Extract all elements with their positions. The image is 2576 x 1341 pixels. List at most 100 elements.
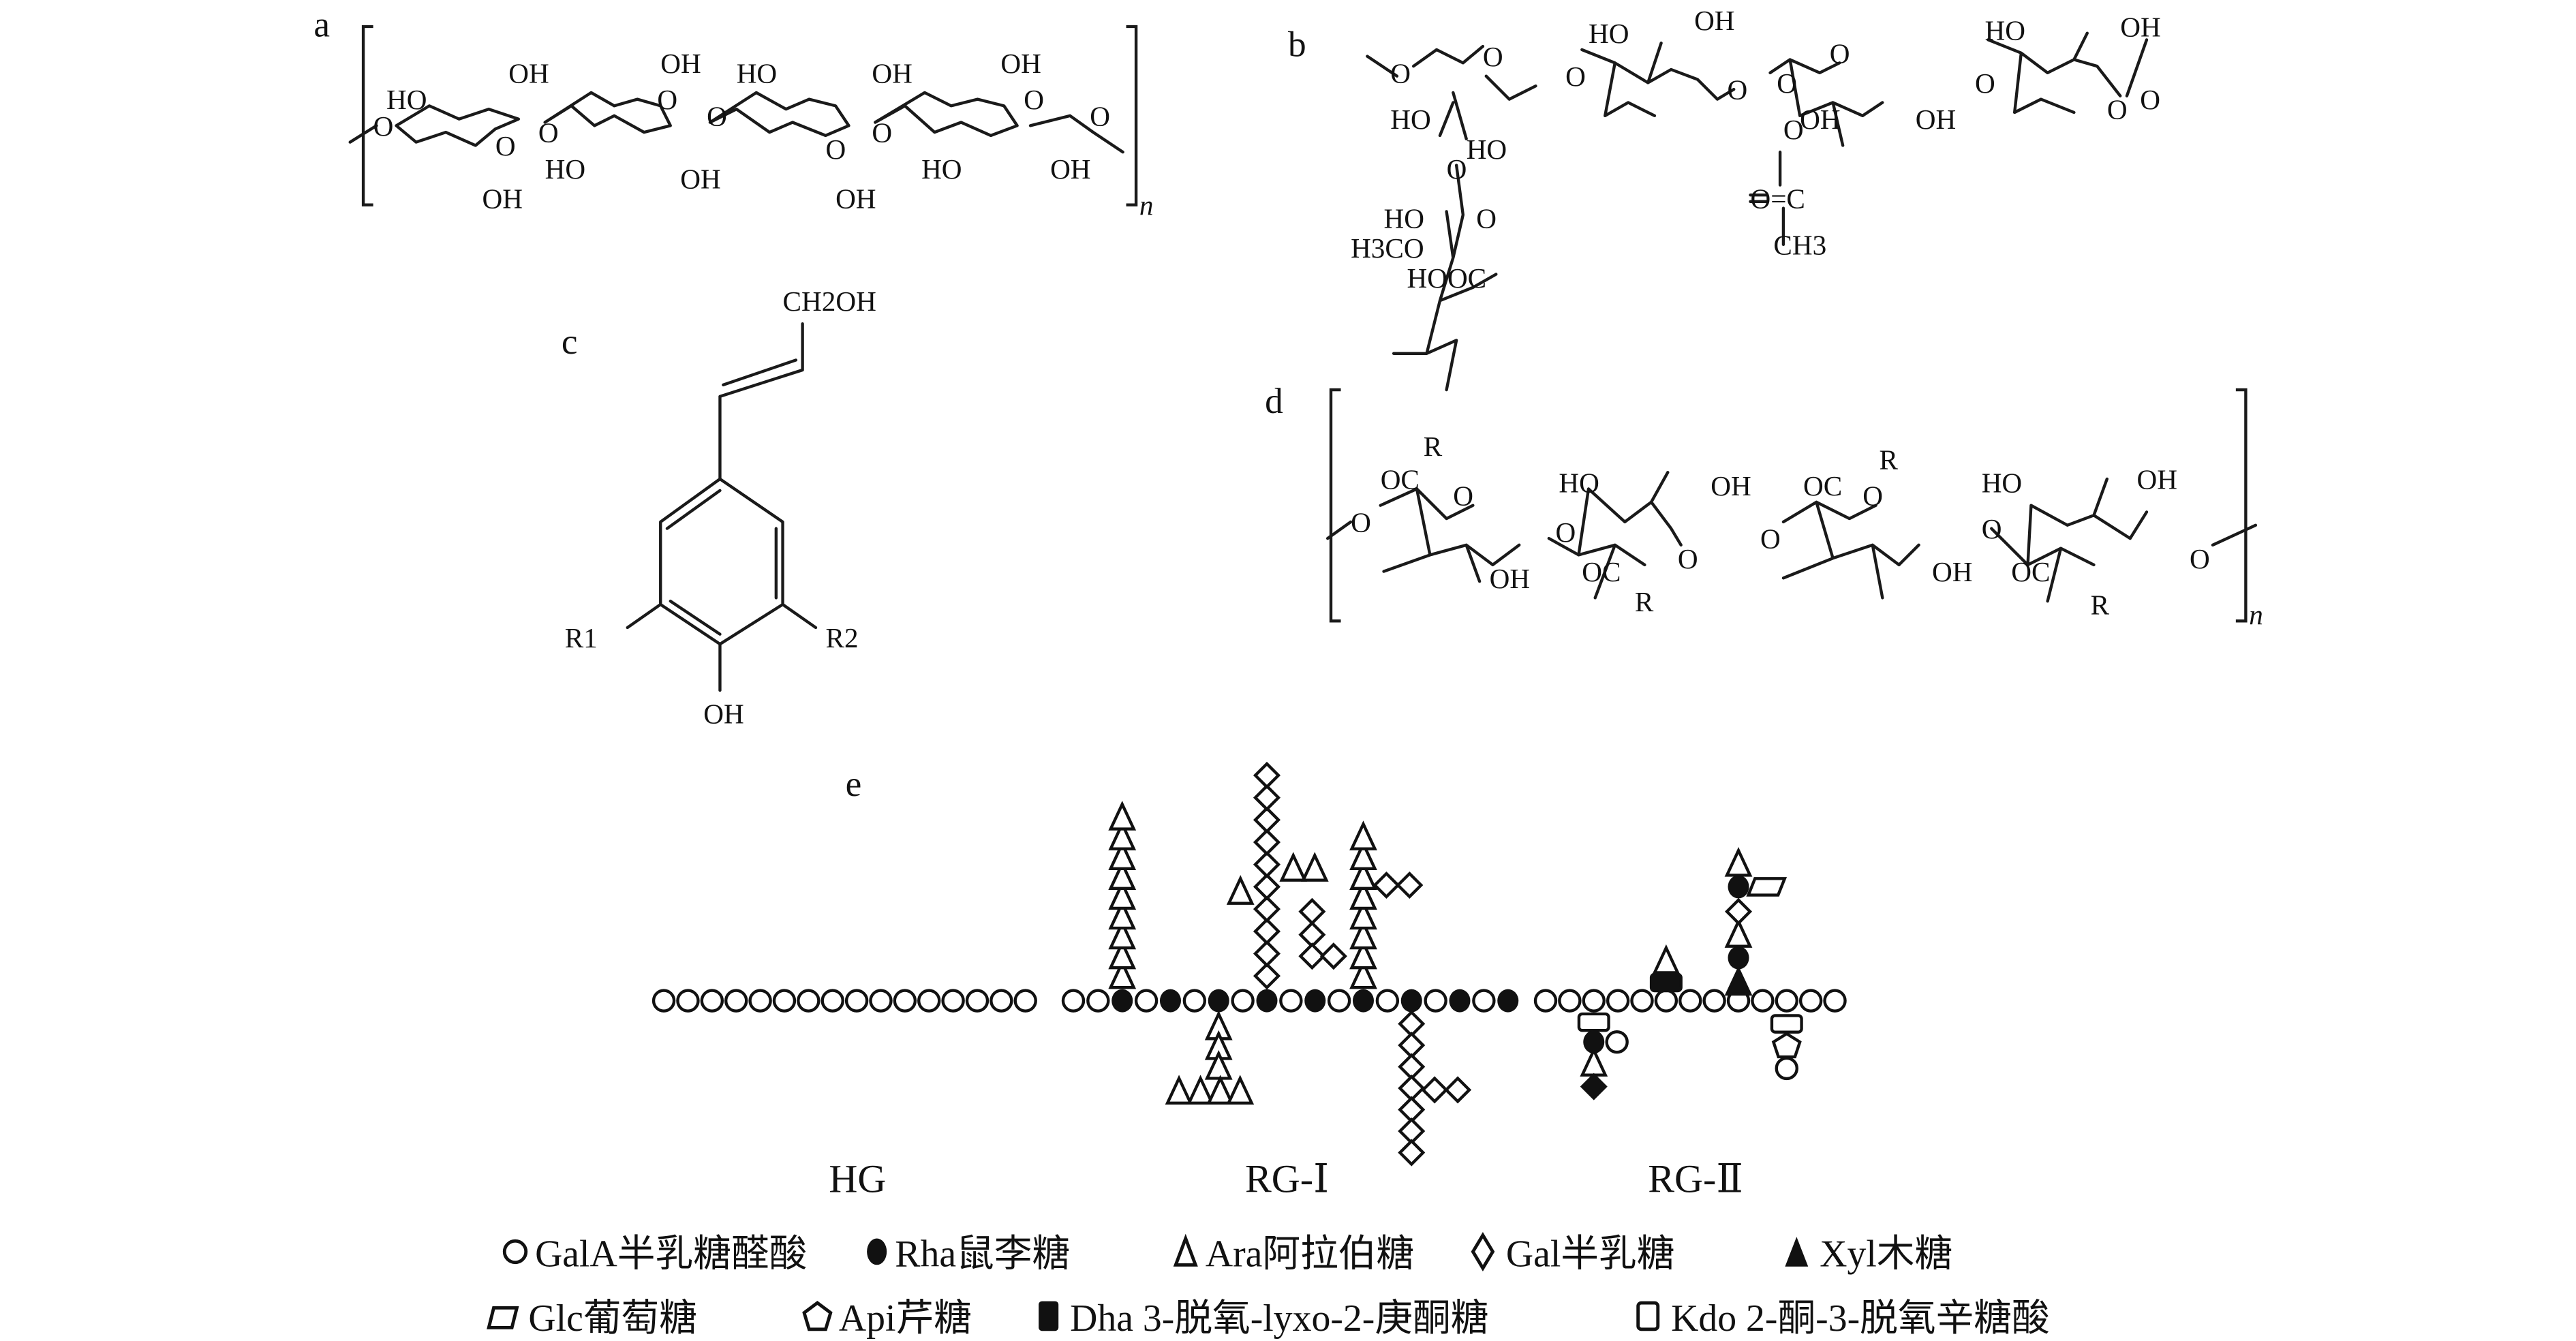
gala-residue: [1134, 989, 1159, 1013]
gala-residue: [869, 989, 893, 1013]
filled-rectangle-icon: [1039, 1301, 1059, 1331]
rha-residue: [1449, 989, 1471, 1013]
gal-residue: [1319, 942, 1347, 970]
group: HO: [1384, 203, 1425, 234]
repeat-n: n: [2249, 599, 2263, 630]
region-label-hg: HG: [829, 1157, 886, 1201]
group: R: [1635, 586, 1654, 617]
gala-residue: [797, 989, 821, 1013]
gala-residue: [1013, 989, 1037, 1013]
ring-oxygen: O: [872, 117, 892, 149]
ring-oxygen: O: [1090, 100, 1110, 132]
ch2oh-group: CH2OH: [783, 286, 876, 317]
rha-residue: [1111, 989, 1133, 1013]
gal-residue: [1253, 806, 1281, 834]
ara-residue: [1724, 846, 1753, 877]
rha-residue: [1497, 989, 1519, 1013]
glycan-symbols: [651, 761, 1847, 1167]
backbone-bonds: [1366, 31, 2149, 147]
ring-oxygen: O: [1830, 37, 1850, 69]
ring-oxygen: O: [1975, 67, 1995, 99]
gala-residue: [844, 989, 869, 1013]
ara-residue: [1108, 939, 1137, 970]
ara-residue: [1226, 1075, 1255, 1105]
gala-residue: [1472, 989, 1496, 1013]
group: OC: [2011, 556, 2050, 587]
region-label-rg2: RG-Ⅱ: [1648, 1157, 1743, 1201]
ara-residue: [1108, 959, 1137, 989]
gala-residue: [651, 989, 676, 1013]
ring-oxygen: O: [1728, 74, 1748, 106]
filled-circle-icon: [867, 1238, 887, 1265]
gal-residue: [1253, 962, 1281, 990]
gal-residue: [1253, 895, 1281, 923]
kdo-residue: [1770, 1014, 1803, 1034]
legend-label: Kdo 2-酮-3-脱氧辛糖酸: [1671, 1297, 2050, 1340]
gala-residue: [1654, 989, 1678, 1013]
open-diamond-icon: [1471, 1231, 1495, 1271]
ring-4: [874, 91, 1019, 138]
ring-oxygen: O: [657, 84, 677, 115]
ara-residue: [1165, 1075, 1193, 1105]
group: OC: [1381, 463, 1420, 495]
r1-group: R1: [565, 622, 598, 653]
rha-residue: [1256, 989, 1278, 1013]
panel-b-label: b: [1288, 25, 1306, 65]
gala-residue: [676, 989, 700, 1013]
ara-residue: [1580, 1047, 1608, 1077]
ara-residue: [1349, 840, 1377, 870]
legend-label: Api芹糖: [839, 1297, 972, 1340]
gal-residue: [1373, 871, 1400, 899]
ara-residue: [1349, 820, 1377, 850]
gal-residue: [1396, 871, 1424, 899]
group: HOOC: [1407, 262, 1486, 294]
filled-triangle-icon: [1785, 1237, 1809, 1267]
gala-residue: [1582, 989, 1606, 1013]
ring-oxygen: O: [1556, 517, 1576, 548]
group: HO: [545, 153, 586, 185]
group: OH: [1932, 556, 1973, 587]
ring-1: [348, 104, 521, 147]
right-bracket: [2235, 388, 2248, 623]
gala-residue: [990, 989, 1013, 1013]
gal-residue: [1253, 850, 1281, 878]
legend-label: Ara阿拉伯糖: [1206, 1233, 1414, 1276]
ara-residue: [1652, 944, 1681, 974]
gala-residue: [917, 989, 941, 1013]
open-parallelogram-icon: [487, 1306, 519, 1329]
ring-oxygen: O: [538, 117, 559, 149]
right-bracket: [1126, 25, 1138, 206]
rha-residue: [1728, 875, 1749, 899]
kdo-residue: [1577, 1012, 1610, 1032]
panel-d-label: d: [1265, 381, 1283, 421]
ring-oxygen: O: [1565, 61, 1586, 92]
ring-oxygen: O: [1483, 41, 1503, 72]
ring-oxygen: O: [2140, 84, 2160, 115]
group: OH: [1694, 5, 1735, 36]
group: OH: [872, 57, 912, 89]
group: OH: [2136, 463, 2177, 495]
gala-residue: [1424, 989, 1447, 1013]
gal-residue: [1298, 897, 1326, 925]
ring-oxygen: O: [1390, 57, 1411, 89]
legend-label: GalA半乳糖醛酸: [535, 1233, 807, 1276]
group: OH: [1711, 470, 1751, 502]
gal-residue: [1253, 761, 1281, 789]
ara-residue: [1724, 918, 1753, 948]
open-rectangle-icon: [1636, 1301, 1660, 1331]
left-bracket: [1329, 388, 1341, 623]
gal-residue: [1253, 828, 1281, 857]
backbone-bonds: [1325, 471, 2258, 603]
ara-residue: [1108, 899, 1137, 930]
api-residue: [1771, 1032, 1802, 1059]
gal-residue: [1724, 897, 1753, 925]
rha-residue: [1208, 989, 1229, 1013]
gala-residue: [748, 989, 772, 1013]
gal-residue: [1253, 940, 1281, 968]
legend-item-dha: Dha 3-脱氧-lyxo-2-庚酮糖: [1039, 1297, 1489, 1340]
gala-residue: [1375, 989, 1400, 1013]
group: HO: [1985, 14, 2025, 46]
group: HO: [1589, 18, 1629, 49]
oh-group: OH: [703, 698, 744, 730]
